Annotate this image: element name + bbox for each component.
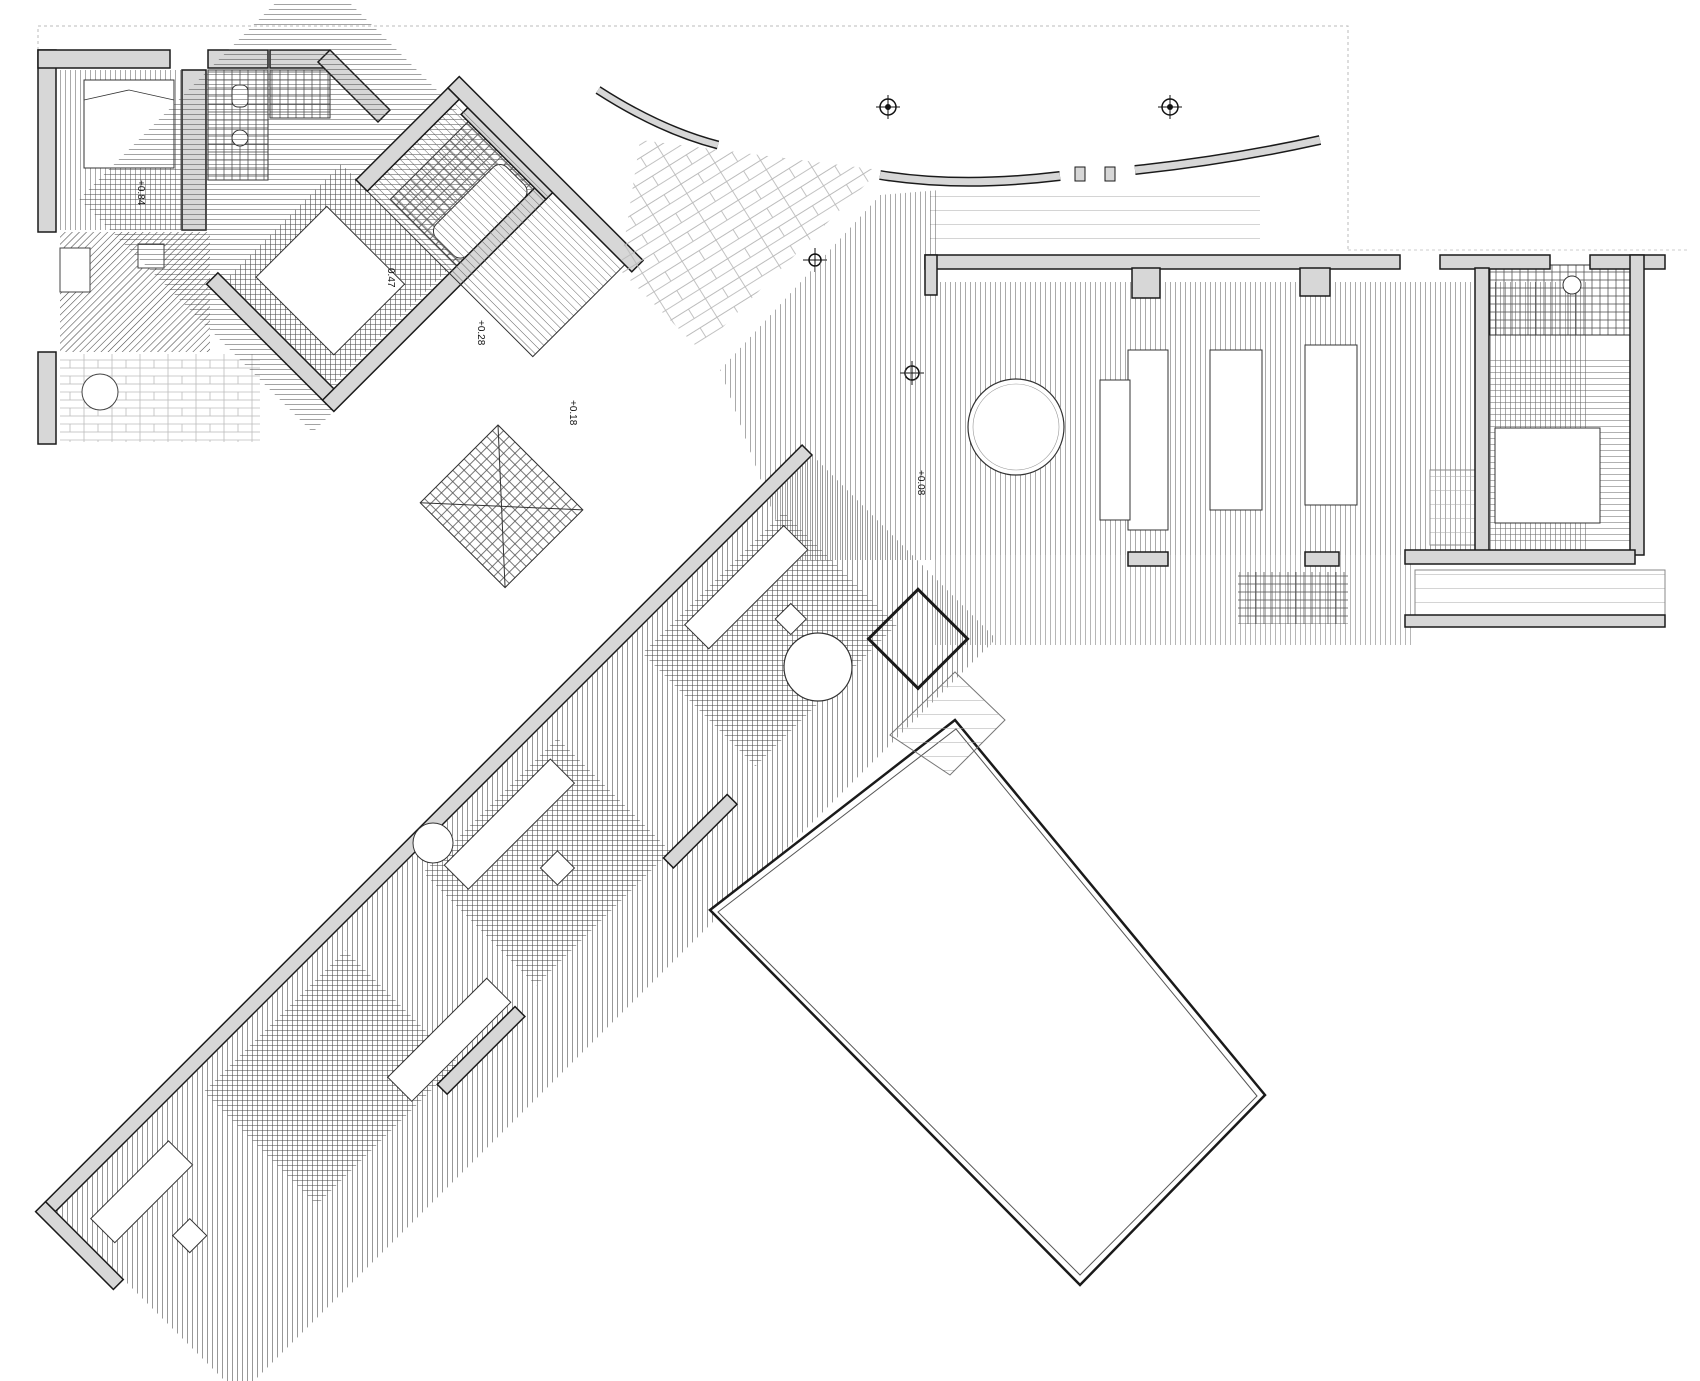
bed-central <box>255 205 406 356</box>
site-boundary <box>37 25 1690 251</box>
sofa-b <box>443 758 576 890</box>
pool <box>708 671 1267 1287</box>
wall-nw-outer <box>37 49 57 233</box>
wall-east-top-1 <box>924 254 1401 270</box>
level-hall: +0.18 <box>567 400 578 426</box>
sink-icon <box>1562 275 1582 295</box>
wall-east-bottom-c <box>1404 549 1636 565</box>
wall-east-partition-b <box>1299 267 1331 297</box>
sofa-a <box>684 525 809 650</box>
entry-steps <box>930 185 1260 250</box>
level-annotations: +0.84 0.47 +0.28 +0.18 +0.08 <box>135 180 926 496</box>
kitchen-island <box>1209 349 1263 511</box>
wall-nw-outer-low <box>37 351 57 445</box>
canopy <box>595 86 1322 250</box>
terrace-table-a <box>783 632 853 702</box>
stair-block <box>354 75 645 358</box>
wall-east-top-3 <box>1589 254 1666 270</box>
wall-east-bottom-a <box>1127 551 1169 567</box>
wall-east-bottom-d <box>1404 614 1666 628</box>
doormat <box>1238 572 1348 624</box>
level-corridor-a: 0.47 <box>385 268 396 288</box>
east-wing <box>720 190 1666 645</box>
dining-table <box>967 378 1065 476</box>
lounge-a <box>642 511 897 767</box>
wall-east-left <box>924 254 938 296</box>
wall-stair-side <box>354 86 461 193</box>
pool-steps <box>889 671 1006 776</box>
bath-east <box>1489 264 1631 336</box>
desk <box>59 247 91 293</box>
level-living-east: +0.08 <box>915 470 926 496</box>
wall-sw-end <box>34 1200 125 1291</box>
crosshair-circle-icon <box>1158 95 1182 119</box>
wall-east-partition-a <box>1131 267 1161 299</box>
skylight <box>419 424 584 589</box>
level-bedroom-nw: +0.84 <box>135 180 146 206</box>
kitchen-counter-a <box>1127 349 1169 531</box>
level-corridor-b: +0.28 <box>475 320 486 346</box>
terrace-table-nw <box>81 373 119 411</box>
wall-east-bottom-b <box>1304 551 1340 567</box>
paved-entry <box>620 140 880 350</box>
wall-nw-top <box>37 49 171 69</box>
wall-east-right <box>1629 254 1645 556</box>
lounge-c <box>203 949 459 1205</box>
wall-east-top-2 <box>1439 254 1551 270</box>
sofa-east <box>1099 379 1131 521</box>
sofa-d <box>387 977 512 1103</box>
wall-sw-mid2 <box>436 1005 526 1096</box>
wall-sw-box <box>866 587 970 691</box>
bed-east <box>1494 427 1601 524</box>
crosshair-circle-icon <box>876 95 900 119</box>
terrace-table-b <box>412 822 454 864</box>
wall-sw-mid <box>662 793 739 870</box>
wall-east-partition-c <box>1474 267 1490 559</box>
sofa-c <box>90 1140 194 1244</box>
kitchen-counter-b <box>1304 344 1358 506</box>
